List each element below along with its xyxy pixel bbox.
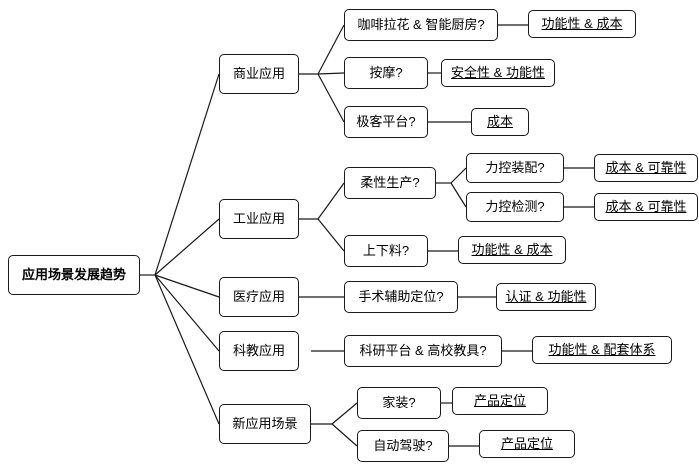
node-surgical-positioning[interactable]: 手术辅助定位? bbox=[344, 281, 458, 313]
node-geek-platform[interactable]: 极客平台? bbox=[344, 106, 428, 138]
node-safety-function[interactable]: 安全性 & 功能性 bbox=[441, 59, 555, 87]
node-safety-function-label: 安全性 & 功能性 bbox=[451, 64, 545, 80]
node-cost-reliability-1-label: 成本 & 可靠性 bbox=[605, 159, 687, 175]
node-product-positioning-2[interactable]: 产品定位 bbox=[479, 430, 575, 458]
node-education[interactable]: 科教应用 bbox=[219, 331, 299, 371]
node-research-platform-label: 科研平台 & 高校教具? bbox=[359, 342, 487, 358]
node-massage[interactable]: 按摩? bbox=[344, 57, 428, 89]
node-home-decoration[interactable]: 家装? bbox=[357, 387, 441, 419]
node-massage-label: 按摩? bbox=[369, 64, 403, 80]
node-geek-platform-label: 极客平台? bbox=[356, 113, 416, 129]
node-new-scenarios[interactable]: 新应用场景 bbox=[219, 404, 311, 444]
node-autonomous-driving[interactable]: 自动驾驶? bbox=[357, 430, 449, 462]
node-industry[interactable]: 工业应用 bbox=[219, 199, 299, 239]
node-function-cost-2-label: 功能性 & 成本 bbox=[471, 241, 553, 257]
node-research-platform[interactable]: 科研平台 & 高校教具? bbox=[344, 335, 502, 367]
node-force-assembly[interactable]: 力控装配? bbox=[466, 153, 564, 183]
node-function-support-system[interactable]: 功能性 & 配套体系 bbox=[532, 336, 672, 364]
node-cost-reliability-1[interactable]: 成本 & 可靠性 bbox=[594, 154, 698, 182]
node-surgical-positioning-label: 手术辅助定位? bbox=[358, 288, 444, 304]
node-flexible-production-label: 柔性生产? bbox=[360, 174, 420, 190]
node-new-scenarios-label: 新应用场景 bbox=[232, 415, 298, 431]
node-coffee-kitchen[interactable]: 咖啡拉花 & 智能厨房? bbox=[344, 9, 498, 41]
node-coffee-kitchen-label: 咖啡拉花 & 智能厨房? bbox=[357, 16, 485, 32]
node-cost[interactable]: 成本 bbox=[471, 108, 529, 136]
node-certification-function[interactable]: 认证 & 功能性 bbox=[496, 283, 596, 311]
node-force-detection[interactable]: 力控检测? bbox=[466, 192, 564, 222]
node-business[interactable]: 商业应用 bbox=[219, 54, 299, 94]
node-autonomous-driving-label: 自动驾驶? bbox=[373, 437, 433, 453]
node-product-positioning-1[interactable]: 产品定位 bbox=[452, 387, 548, 415]
node-cost-label: 成本 bbox=[486, 113, 513, 129]
node-function-support-system-label: 功能性 & 配套体系 bbox=[548, 341, 656, 357]
node-loading-unloading[interactable]: 上下料? bbox=[344, 235, 428, 267]
node-home-decoration-label: 家装? bbox=[382, 394, 416, 410]
node-function-cost-2[interactable]: 功能性 & 成本 bbox=[458, 236, 566, 264]
node-flexible-production[interactable]: 柔性生产? bbox=[344, 167, 436, 199]
node-force-assembly-label: 力控装配? bbox=[485, 159, 545, 175]
node-loading-unloading-label: 上下料? bbox=[362, 242, 410, 258]
node-root-label: 应用场景发展趋势 bbox=[21, 266, 126, 282]
node-industry-label: 工业应用 bbox=[232, 210, 285, 226]
node-business-label: 商业应用 bbox=[232, 65, 285, 81]
node-root[interactable]: 应用场景发展趋势 bbox=[8, 255, 140, 295]
node-product-positioning-2-label: 产品定位 bbox=[500, 435, 553, 451]
node-function-cost-1-label: 功能性 & 成本 bbox=[541, 15, 623, 31]
node-cost-reliability-2[interactable]: 成本 & 可靠性 bbox=[594, 193, 698, 221]
node-cost-reliability-2-label: 成本 & 可靠性 bbox=[605, 198, 687, 214]
node-function-cost-1[interactable]: 功能性 & 成本 bbox=[528, 10, 636, 38]
node-force-detection-label: 力控检测? bbox=[485, 198, 545, 214]
node-medical-label: 医疗应用 bbox=[232, 288, 285, 304]
node-medical[interactable]: 医疗应用 bbox=[219, 277, 299, 317]
node-certification-function-label: 认证 & 功能性 bbox=[505, 288, 587, 304]
node-product-positioning-1-label: 产品定位 bbox=[473, 392, 526, 408]
node-education-label: 科教应用 bbox=[232, 342, 285, 358]
